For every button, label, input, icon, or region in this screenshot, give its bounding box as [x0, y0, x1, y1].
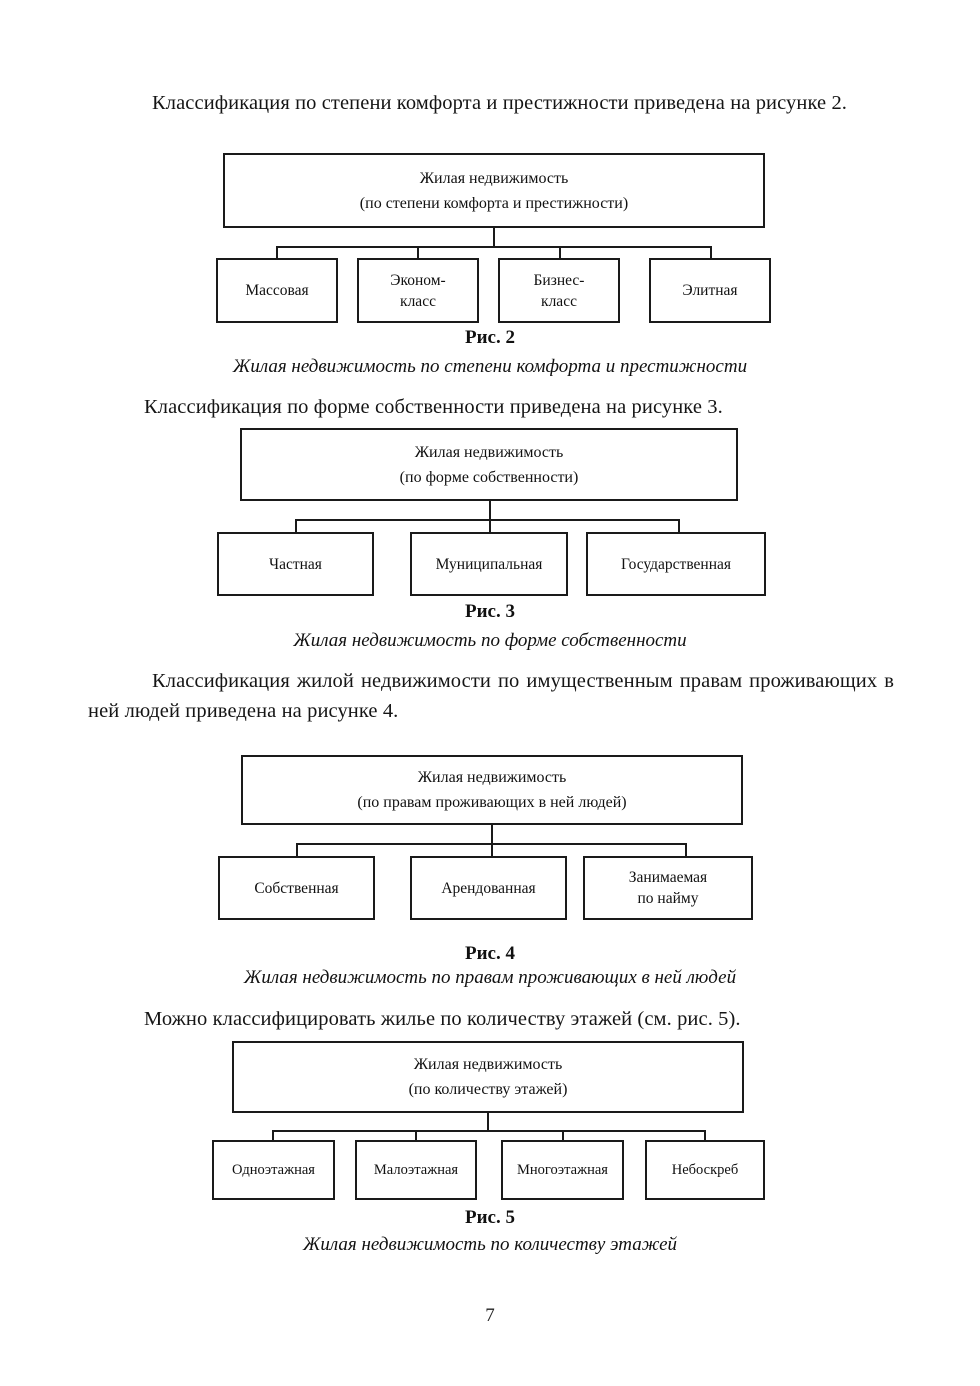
diagram-2-child-node-1: Массовая [216, 258, 338, 323]
connector-stem-root [493, 228, 495, 248]
node-line-1: Занимаемая [628, 869, 708, 886]
diagram-3-root-node: Жилая недвижимость (по форме собственнос… [240, 428, 738, 501]
diagram-3-child-node-1: Частная [217, 532, 374, 596]
connector-bus [272, 1130, 706, 1132]
diagram-2-child-node-3: Бизнес- класс [498, 258, 620, 323]
connector-drop-4 [710, 246, 712, 268]
diagram-2-root-node: Жилая недвижимость (по степени комфорта … [223, 153, 765, 228]
connector-drop-1 [295, 519, 297, 541]
node-line-1: Жилая недвижимость [417, 769, 567, 786]
paragraph-intro-figure-2: Классификация по степени комфорта и прес… [152, 92, 848, 114]
figure-4-caption: Жилая недвижимость по правам проживающих… [243, 967, 737, 988]
connector-drop-2 [489, 519, 491, 541]
diagram-2-child-node-2: Эконом- класс [357, 258, 479, 323]
node-line-2: класс [541, 292, 577, 310]
node-line-2: по найму [637, 890, 699, 907]
node-line-1: Элитная [682, 282, 738, 299]
diagram-comfort-prestige: Жилая недвижимость (по степени комфорта … [0, 0, 980, 330]
connector-stem-root [489, 501, 491, 521]
page-number: 7 [485, 1305, 495, 1326]
paragraph-intro-figure-5: Можно классифицировать жилье по количест… [144, 1008, 741, 1030]
connector-drop-1 [276, 246, 278, 268]
figure-5-caption: Жилая недвижимость по количеству этажей [302, 1234, 678, 1255]
diagram-ownership-form: Жилая недвижимость (по форме собственнос… [0, 0, 980, 660]
node-line-2: класс [400, 292, 436, 310]
diagram-5-child-node-4: Небоскреб [645, 1140, 765, 1200]
diagram-4-child-node-2: Арендованная [410, 856, 567, 920]
figure-3-number: Рис. 3 [465, 601, 515, 622]
figure-2-caption: Жилая недвижимость по степени комфорта и… [232, 356, 748, 377]
node-line-1: Малоэтажная [373, 1161, 459, 1178]
node-line-1: Массовая [245, 282, 309, 299]
diagram-3-child-node-2: Муниципальная [410, 532, 568, 596]
diagram-residents-rights: Жилая недвижимость (по правам проживающи… [218, 755, 753, 920]
connector-drop-2 [417, 246, 419, 268]
node-line-1: Муниципальная [435, 555, 543, 573]
figure-3-caption: Жилая недвижимость по форме собственност… [293, 630, 687, 651]
diagram-4-child-node-3: Занимаемая по найму [583, 856, 753, 920]
diagram-5-child-node-3: Многоэтажная [501, 1140, 624, 1200]
node-line-1: Бизнес- [533, 271, 585, 289]
node-line-1: Многоэтажная [517, 1161, 608, 1178]
connector-stem-root [491, 825, 493, 845]
figure-2-number: Рис. 2 [465, 327, 515, 348]
paragraph-intro-figure-3: Классификация по форме собственности при… [144, 396, 723, 418]
diagram-2-child-node-4: Элитная [649, 258, 771, 323]
node-line-1: Арендованная [441, 879, 536, 897]
connector-stem-root [487, 1113, 489, 1132]
figure-4-number: Рис. 4 [465, 943, 515, 964]
figure-5-number: Рис. 5 [465, 1207, 515, 1228]
node-line-1: Жилая недвижимость [413, 1056, 563, 1073]
connector-drop-1 [296, 843, 298, 864]
node-line-1: Небоскреб [671, 1161, 739, 1178]
connector-bus [276, 246, 712, 248]
node-line-1: Жилая недвижимость [419, 169, 569, 187]
node-line-2: (по форме собственности) [399, 468, 579, 486]
diagram-5-child-node-1: Одноэтажная [212, 1140, 335, 1200]
connector-drop-2 [491, 843, 493, 864]
diagram-floor-count: Жилая недвижимость (по количеству этажей… [212, 1041, 765, 1200]
paragraph-intro-figure-4: Классификация жилой недвижимости по имущ… [88, 670, 894, 722]
connector-drop-3 [685, 843, 687, 864]
diagram-4-child-node-1: Собственная [218, 856, 375, 920]
diagram-5-root-node: Жилая недвижимость (по количеству этажей… [232, 1041, 744, 1113]
node-line-1: Частная [269, 555, 322, 573]
node-line-1: Одноэтажная [232, 1161, 315, 1178]
node-line-1: Государственная [620, 555, 732, 573]
node-line-2: (по степени комфорта и престижности) [359, 194, 629, 212]
connector-drop-3 [559, 246, 561, 268]
node-line-1: Жилая недвижимость [414, 443, 564, 461]
node-line-1: Эконом- [390, 271, 446, 289]
diagram-5-child-node-2: Малоэтажная [355, 1140, 477, 1200]
node-line-2: (по правам проживающих в ней людей) [357, 794, 627, 811]
node-line-2: (по количеству этажей) [408, 1081, 568, 1098]
connector-bus [295, 519, 680, 521]
connector-drop-3 [678, 519, 680, 541]
node-line-1: Собственная [254, 879, 339, 897]
diagram-4-root-node: Жилая недвижимость (по правам проживающи… [241, 755, 743, 825]
diagram-3-child-node-3: Государственная [586, 532, 766, 596]
